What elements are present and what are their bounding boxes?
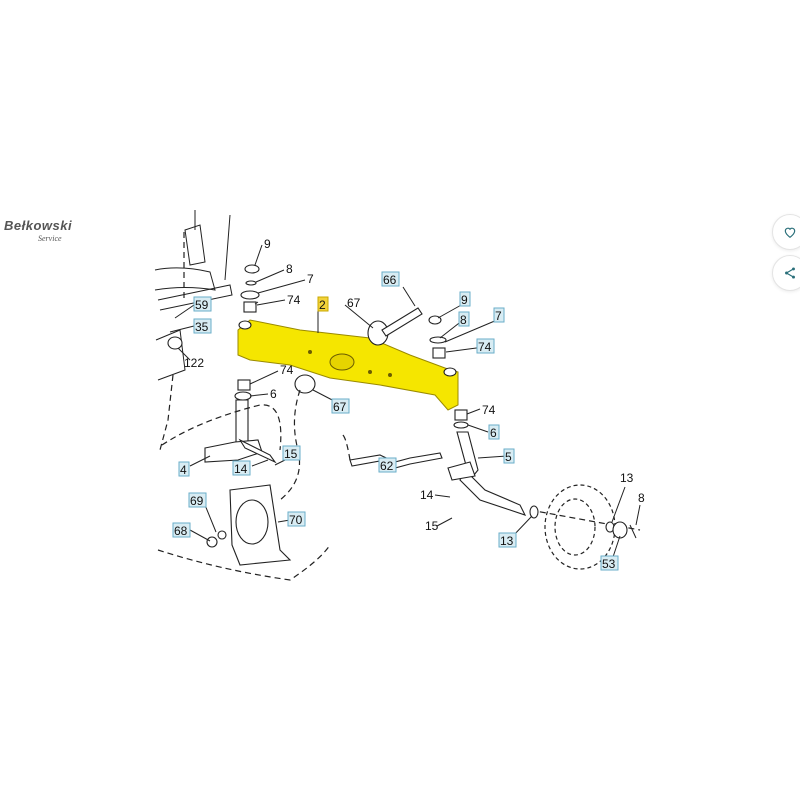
part-label: 13	[620, 471, 634, 485]
front-axle-beam	[237, 319, 459, 411]
share-icon	[785, 267, 795, 279]
part-label: 74	[287, 293, 301, 307]
left-spindle	[161, 399, 282, 464]
part-label: 8	[286, 262, 293, 276]
part-label-boxed: 7	[495, 309, 502, 323]
part-label-boxed: 5	[505, 450, 512, 464]
steering-plate	[206, 484, 292, 566]
part-label-highlighted: 2	[319, 298, 326, 312]
favorite-button[interactable]	[772, 214, 800, 250]
brand-subtitle: Service	[38, 234, 62, 243]
part-label-boxed: 68	[174, 524, 188, 538]
linkage-path	[279, 389, 301, 501]
part-label-boxed: 9	[461, 293, 468, 307]
brand-logo: Bełkowski Service	[4, 218, 72, 244]
hardware-parts	[167, 264, 469, 429]
part-label: 122	[184, 356, 204, 370]
part-label-boxed: 15	[284, 447, 298, 461]
part-label-boxed: 69	[190, 494, 204, 508]
part-label-boxed: 6	[490, 426, 497, 440]
chassis-outline	[157, 544, 331, 581]
heart-icon	[784, 227, 796, 238]
part-label: 9	[264, 237, 271, 251]
part-label: 14	[420, 488, 434, 502]
boxed-labels: 59 35 2 66 9 8 7 74 67 74 6 5 62 4 14 15…	[172, 271, 619, 571]
part-label-boxed: 4	[180, 463, 187, 477]
part-label-boxed: 53	[602, 557, 616, 571]
part-label-boxed: 14	[234, 462, 248, 476]
part-label-boxed: 59	[195, 298, 209, 312]
part-label: 74	[482, 403, 496, 417]
part-label: 67	[347, 296, 361, 310]
part-label-boxed: 13	[500, 534, 514, 548]
part-label: 15	[425, 519, 439, 533]
part-label: 7	[307, 272, 314, 286]
part-label-boxed: 74	[478, 340, 492, 354]
part-label: 8	[638, 491, 645, 505]
part-label-boxed: 70	[289, 513, 303, 527]
part-label: 74	[280, 363, 294, 377]
part-label-boxed: 8	[460, 313, 467, 327]
share-button[interactable]	[772, 255, 800, 291]
part-label-boxed: 35	[195, 320, 209, 334]
part-label-boxed: 66	[383, 273, 397, 287]
right-spindle	[447, 431, 527, 516]
part-label-boxed: 62	[380, 459, 394, 473]
leader-lines	[169, 244, 641, 561]
part-label-boxed: 67	[333, 400, 347, 414]
brand-name: Bełkowski	[4, 218, 73, 233]
part-label: 6	[270, 387, 277, 401]
tie-rod-path	[339, 433, 351, 461]
front-wheel	[529, 484, 641, 570]
